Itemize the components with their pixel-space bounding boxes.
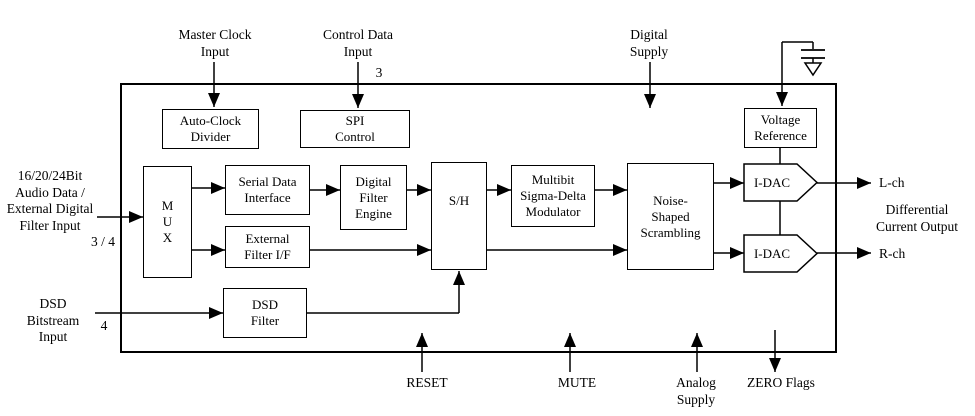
- block-label-line: I-DAC: [753, 245, 791, 261]
- block-auto-clock-divider: Auto-Clock Divider: [162, 109, 259, 149]
- block-label-line: Control: [335, 129, 375, 144]
- block-serial-data-interface: Serial Data Interface: [225, 165, 310, 215]
- label-master-clock-input: Master Clock Input: [178, 27, 252, 59]
- block-sample-hold: S/H: [431, 162, 487, 270]
- label-digital-supply: Digital Supply: [629, 27, 669, 59]
- block-label-line: Filter: [250, 313, 280, 328]
- block-label-line: U: [162, 214, 173, 229]
- block-label-line: Filter: [359, 189, 388, 205]
- block-label-line: Auto-Clock: [179, 113, 242, 128]
- block-label-line: Engine: [355, 205, 392, 221]
- capacitor-icon: [801, 49, 825, 63]
- block-label-line: DSD: [251, 297, 278, 312]
- idac-l-shape: [743, 163, 819, 202]
- label-differential-current-output: Differential Current Output: [875, 202, 959, 234]
- idac-r-shape: [743, 234, 819, 273]
- label-mute: MUTE: [557, 375, 597, 390]
- chip-boundary: [120, 83, 837, 353]
- block-label-line: I-DAC: [753, 174, 791, 190]
- block-label-line: Digital: [355, 173, 392, 189]
- block-label-line: Divider: [190, 129, 231, 144]
- label-bus-width-3: 3: [375, 65, 383, 80]
- block-label-line: Shaped: [651, 208, 690, 224]
- label-dsd-bitstream-input: DSD Bitstream Input: [26, 296, 80, 344]
- block-label-line: S/H: [448, 193, 470, 208]
- block-noise-shaped-scrambling: Noise- Shaped Scrambling: [627, 163, 714, 270]
- block-label-line: M: [161, 198, 174, 213]
- label-l-ch: L-ch: [879, 175, 905, 190]
- block-label-line: Interface: [244, 190, 291, 205]
- block-dsd-filter: DSD Filter: [223, 288, 307, 338]
- label-bus-width-4: 4: [100, 318, 108, 333]
- ground-icon: [803, 62, 823, 77]
- block-label-line: SPI: [345, 113, 365, 128]
- block-digital-filter-engine: Digital Filter Engine: [340, 165, 407, 230]
- block-label-line: Modulator: [525, 204, 581, 219]
- block-mux: M U X: [143, 166, 192, 278]
- block-label-line: Scrambling: [640, 224, 701, 240]
- block-external-filter-if: External Filter I/F: [225, 226, 310, 268]
- wire-dsd-filter-to-sh: [307, 271, 465, 314]
- block-idac-l: I-DAC: [744, 164, 800, 201]
- block-label-line: Reference: [754, 128, 807, 143]
- label-analog-supply: Analog Supply: [676, 375, 716, 407]
- block-label-line: External: [245, 231, 290, 246]
- block-label-line: Sigma-Delta: [520, 188, 586, 203]
- block-label-line: Noise-: [653, 192, 688, 208]
- label-reset: RESET: [406, 375, 448, 390]
- block-multibit-sigma-delta-modulator: Multibit Sigma-Delta Modulator: [511, 165, 595, 227]
- label-zero-flags: ZERO Flags: [747, 375, 815, 390]
- wire-voltage-ref-decoupling: [776, 41, 814, 106]
- block-label-line: X: [162, 230, 173, 245]
- block-label-line: Voltage: [760, 112, 801, 127]
- block-voltage-reference: Voltage Reference: [744, 108, 817, 148]
- block-idac-r: I-DAC: [744, 235, 800, 272]
- block-label-line: Serial Data: [238, 174, 297, 189]
- block-label-line: Filter I/F: [244, 247, 291, 262]
- label-audio-data-input: 16/20/24Bit Audio Data / External Digita…: [6, 168, 94, 233]
- label-bus-width-3-4: 3 / 4: [90, 234, 115, 249]
- block-spi-control: SPI Control: [300, 110, 410, 148]
- label-control-data-input: Control Data Input: [322, 27, 394, 59]
- block-label-line: Multibit: [531, 172, 575, 187]
- label-r-ch: R-ch: [879, 246, 906, 261]
